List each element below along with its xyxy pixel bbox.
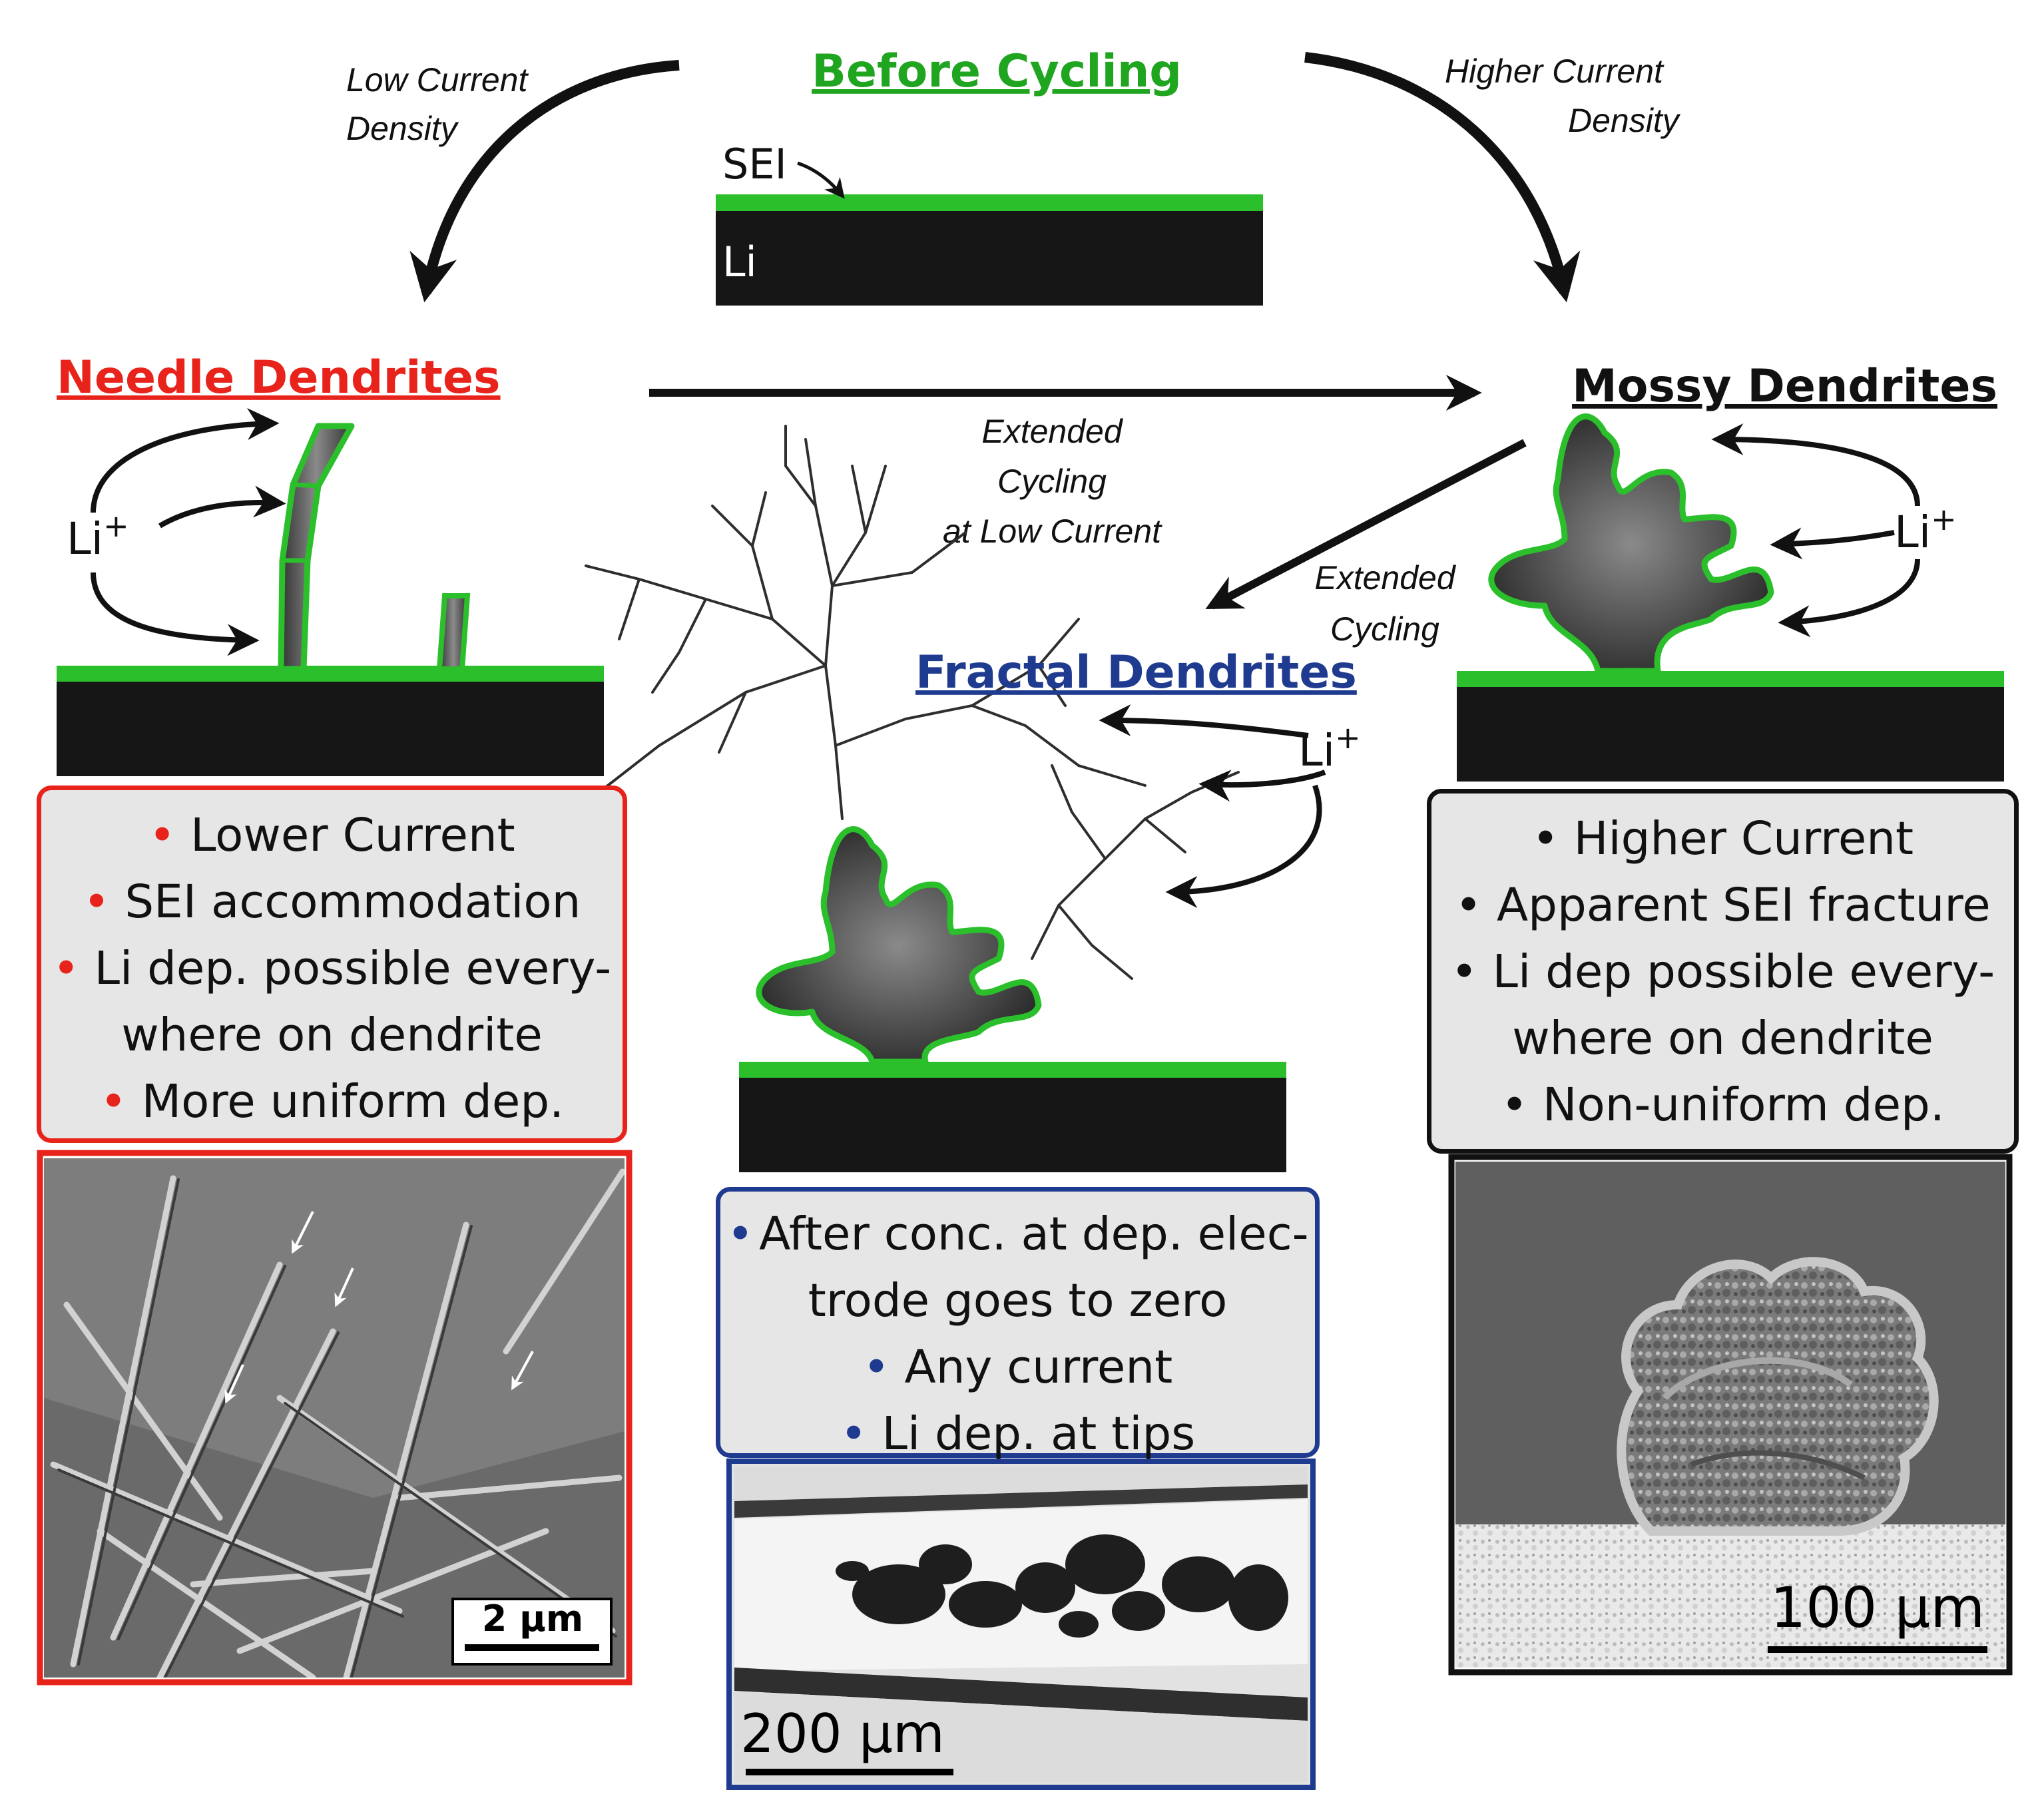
mossy-scale-label: 100 µm xyxy=(1770,1575,1985,1640)
mossy-characteristics-box: •Higher Current •Apparent SEI fracture •… xyxy=(1427,789,2019,1154)
extended-cycling-arrow xyxy=(1205,439,1527,610)
mossy-sei-layer xyxy=(1457,671,2004,687)
needle-title: Needle Dendrites xyxy=(57,351,501,404)
needle-dendrite-long xyxy=(278,423,355,672)
fractal-bullet-1-cont: trode goes to zero xyxy=(808,1274,1228,1327)
mossy-li-arrow-top xyxy=(1711,423,1920,507)
needle-sei-layer xyxy=(57,666,604,682)
before-cycling-panel: Before Cycling SEI Li xyxy=(716,45,1263,306)
sei-layer xyxy=(716,194,1263,211)
fractal-li-arrow-mid xyxy=(1198,770,1326,802)
fractal-characteristics-box: •After conc. at dep. elec- trode goes to… xyxy=(716,1187,1320,1461)
needle-bullet-3-cont: where on dendrite xyxy=(121,1009,543,1062)
mossy-blob xyxy=(1488,413,1774,674)
low-current-label-2: Density xyxy=(346,110,459,147)
sei-pointer-arrow xyxy=(797,161,845,199)
needle-electrode xyxy=(57,682,604,776)
needle-li-arrow-bottom xyxy=(91,572,260,656)
mossy-title: Mossy Dendrites xyxy=(1572,360,1997,413)
fractal-title: Fractal Dendrites xyxy=(915,646,1357,699)
fractal-bullet-1: •After conc. at dep. elec- xyxy=(726,1208,1309,1261)
fractal-scale-label: 200 µm xyxy=(740,1703,945,1765)
extended-low-label-2: Cycling xyxy=(997,463,1107,500)
needle-li-ion: Li+ xyxy=(67,508,129,564)
transition-arrows: Low Current Density Higher Current Densi… xyxy=(346,52,1681,648)
fractal-li-arrow-top xyxy=(1099,704,1309,738)
mossy-bullet-3: •Li dep possible every- xyxy=(1450,945,1995,999)
fractal-sei-layer xyxy=(739,1062,1286,1078)
low-current-label-1: Low Current xyxy=(346,61,529,99)
needle-bullet-1: •Lower Current xyxy=(148,809,515,862)
fractal-li-arrow-bottom xyxy=(1165,784,1322,908)
mossy-bullet-4: •Non-uniform dep. xyxy=(1501,1078,1945,1132)
mossy-li-arrow-mid xyxy=(1770,527,1895,560)
fractal-bullet-2: •Any current xyxy=(862,1341,1173,1394)
low-current-arrow xyxy=(409,60,680,303)
fractal-electrode xyxy=(739,1078,1286,1172)
li-label: Li xyxy=(722,238,757,286)
needle-bullet-3: •Li dep. possible every- xyxy=(52,942,612,995)
needle-li-arrow-mid xyxy=(158,485,286,529)
fractal-optical-image xyxy=(726,1459,1316,1790)
fractal-blob xyxy=(756,826,1042,1065)
needle-scale-box xyxy=(451,1598,613,1666)
mossy-bullet-2: •Apparent SEI fracture xyxy=(1455,879,1991,932)
needle-sem-image xyxy=(37,1150,633,1686)
fractal-li-ion: Li+ xyxy=(1298,720,1361,776)
mossy-electrode xyxy=(1457,687,2004,782)
extended-low-label-3: at Low Current xyxy=(943,513,1162,550)
mossy-sem-image xyxy=(1448,1154,2013,1676)
mossy-li-arrow-bottom xyxy=(1778,559,1920,638)
before-cycling-title: Before Cycling xyxy=(812,45,1182,98)
fractal-bullet-3: •Li dep. at tips xyxy=(840,1407,1196,1461)
needle-bullet-4: •More uniform dep. xyxy=(99,1075,565,1128)
fractal-branches xyxy=(585,425,1240,980)
extended-low-label-1: Extended xyxy=(981,413,1123,450)
needle-dendrites-panel: Needle Dendrites Li+ xyxy=(37,351,633,1686)
needle-dendrite-short xyxy=(436,593,471,672)
mossy-bullet-3-cont: where on dendrite xyxy=(1512,1012,1933,1065)
extended-label-2: Cycling xyxy=(1330,610,1439,648)
fractal-deposit xyxy=(836,1534,1288,1638)
needle-characteristics-box: •Lower Current •SEI accommodation •Li de… xyxy=(37,786,627,1143)
mossy-li-ion: Li+ xyxy=(1894,501,1957,558)
mossy-dendrites-panel: Mossy Dendrites Li+ xyxy=(1448,360,2013,1676)
higher-current-label-2: Density xyxy=(1568,102,1681,139)
lithium-electrode xyxy=(716,211,1263,306)
needle-li-arrow-top xyxy=(91,407,280,513)
needle-bullet-2: •SEI accommodation xyxy=(83,875,581,929)
higher-current-label-1: Higher Current xyxy=(1445,53,1664,90)
fractal-dendrites-panel: Fractal Dendrites Li+ xyxy=(585,425,1361,1790)
extended-label-1: Extended xyxy=(1314,559,1456,596)
higher-current-arrow xyxy=(1304,52,1581,303)
sei-label: SEI xyxy=(722,140,787,188)
mossy-bullet-1: •Higher Current xyxy=(1531,812,1914,865)
needle-scale-label: 2 µm xyxy=(481,1598,584,1640)
